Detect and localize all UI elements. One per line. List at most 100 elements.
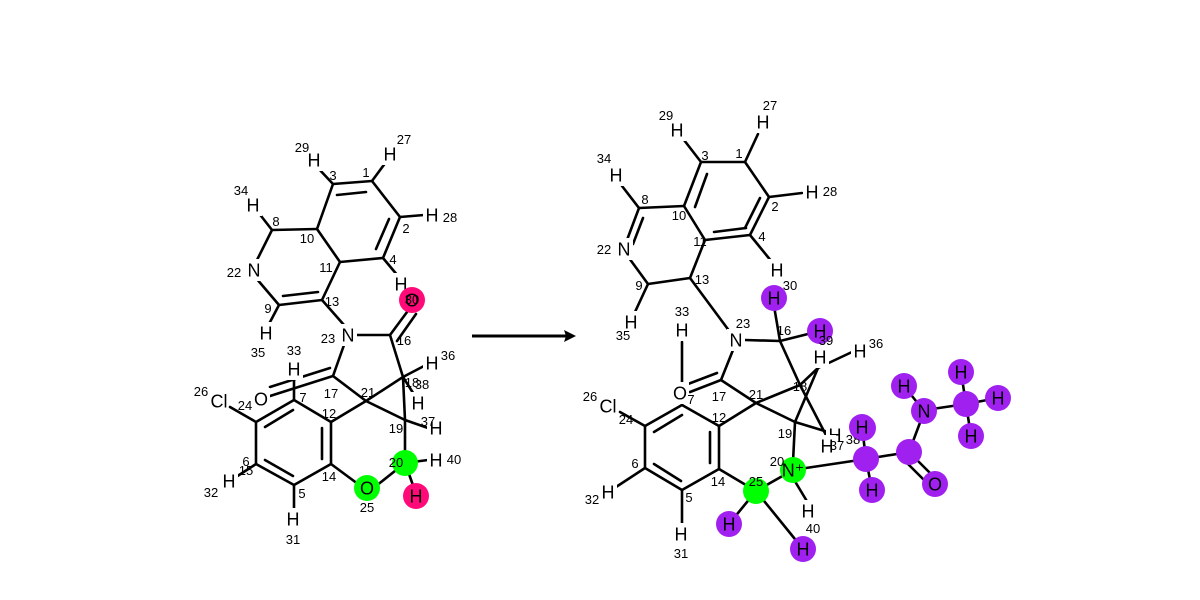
atom-index-label: 20	[389, 455, 403, 470]
atom-label-bg	[818, 435, 836, 457]
atom-symbol: N	[918, 402, 931, 422]
atom-c9: 9	[635, 278, 642, 293]
atom-c21: 21	[361, 385, 375, 400]
atom-index-label: 8	[272, 214, 279, 229]
atom-symbol: H	[856, 418, 869, 438]
atom-h31: H31	[672, 523, 690, 561]
atom-index-label: 23	[736, 316, 750, 331]
atom-symbol: H	[802, 502, 815, 522]
atom-symbol: H	[854, 342, 867, 362]
atom-label-bg	[284, 508, 302, 530]
atom-symbol: O	[360, 479, 374, 499]
atom-c2: 2	[402, 221, 409, 236]
atom-symbol: O	[928, 475, 942, 495]
atom-index-label: 7	[299, 390, 306, 405]
atom-np: N	[911, 398, 937, 424]
atom-index-label: 24	[238, 398, 252, 413]
atom-index-label: 12	[322, 406, 336, 421]
atom-c15: 15	[239, 463, 253, 478]
atom-index-label: 23	[321, 331, 335, 346]
atom-index-label: 22	[597, 242, 611, 257]
atom-label-bg	[803, 181, 821, 203]
atom-highlight	[896, 439, 922, 465]
atom-label-bg	[599, 481, 617, 503]
atom-index-label: 10	[300, 231, 314, 246]
atom-index-label: 3	[329, 168, 336, 183]
atom-symbol: O	[405, 291, 419, 311]
atom-index-label: 5	[298, 486, 305, 501]
atom-h34: H34	[234, 183, 262, 216]
atom-symbol: O	[254, 390, 268, 410]
reactant-molecule: H27H2913H342H28810411N22H30O30913H35N231…	[194, 132, 461, 547]
atom-index-label: 26	[194, 384, 208, 399]
atom-o25: O25	[354, 475, 380, 515]
atom-index-label: 31	[286, 532, 300, 547]
atom-index-label: 33	[287, 343, 301, 358]
atom-label-bg	[220, 470, 238, 492]
atom-label-bg	[245, 259, 263, 281]
atom-highlight	[911, 398, 937, 424]
atom-highlight	[399, 287, 425, 313]
atom-o17: O	[252, 388, 270, 410]
atom-index-label: 4	[389, 252, 396, 267]
atom-c17: 17	[712, 389, 726, 404]
atom-index-label: 27	[397, 132, 411, 147]
atom-symbol: H	[675, 525, 688, 545]
atom-index-label: 1	[735, 146, 742, 161]
atom-h30: H30	[761, 278, 797, 311]
atom-c21: 21	[749, 387, 763, 402]
atom-n22: N22	[597, 238, 633, 260]
atom-index-label: 14	[711, 474, 725, 489]
atom-highlight	[354, 475, 380, 501]
atom-index-label: 10	[672, 208, 686, 223]
atom-label-bg	[305, 149, 323, 171]
atom-symbol: H	[610, 166, 623, 186]
atom-c3: 3	[329, 168, 336, 183]
atom-index-label: 22	[227, 265, 241, 280]
atom-index-label: 11	[319, 260, 333, 275]
atom-index-label: 4	[758, 229, 765, 244]
atom-label-bg	[799, 500, 817, 522]
atom-index-label: 14	[322, 469, 336, 484]
atom-n23: N23	[321, 324, 357, 346]
atom-symbol: Cl	[600, 397, 617, 417]
atom-symbol: H	[410, 487, 423, 507]
atom-index-label: 13	[325, 294, 339, 309]
atom-index-label: 5	[685, 490, 692, 505]
atom-symbol: H	[426, 206, 439, 226]
atom-n22: N22	[227, 259, 263, 281]
atom-highlight	[953, 391, 979, 417]
atom-symbol: H	[965, 427, 978, 447]
atom-index-label: 32	[204, 485, 218, 500]
atom-index-label: 18	[793, 379, 807, 394]
atom-c24: 24	[238, 398, 252, 413]
atom-c4: 4	[389, 252, 396, 267]
atom-label-bg	[339, 324, 357, 346]
atom-symbol: H	[771, 261, 784, 281]
atom-c4: 4	[758, 229, 765, 244]
atom-symbol: O	[673, 384, 687, 404]
atom-index-label: 17	[712, 389, 726, 404]
atom-index-label: 8	[641, 192, 648, 207]
atom-o17: O	[671, 382, 689, 404]
atom-symbol: H	[430, 419, 443, 439]
atom-c5: 5	[685, 490, 692, 505]
atom-symbol: H	[955, 363, 968, 383]
atom-index-label: 19	[778, 426, 792, 441]
atom-label-bg	[427, 449, 445, 471]
atom-hm: H	[811, 346, 829, 368]
atom-label-bg	[285, 358, 303, 380]
atom-label-bg	[244, 194, 262, 216]
atom-h40: H40	[799, 500, 820, 536]
atom-symbol: H	[797, 540, 810, 560]
atom-label-bg	[673, 319, 691, 341]
atom-h38: H38	[409, 377, 429, 414]
atom-c1: 1	[735, 146, 742, 161]
atom-highlight	[859, 477, 885, 503]
atom-index-label: 6	[631, 456, 638, 471]
